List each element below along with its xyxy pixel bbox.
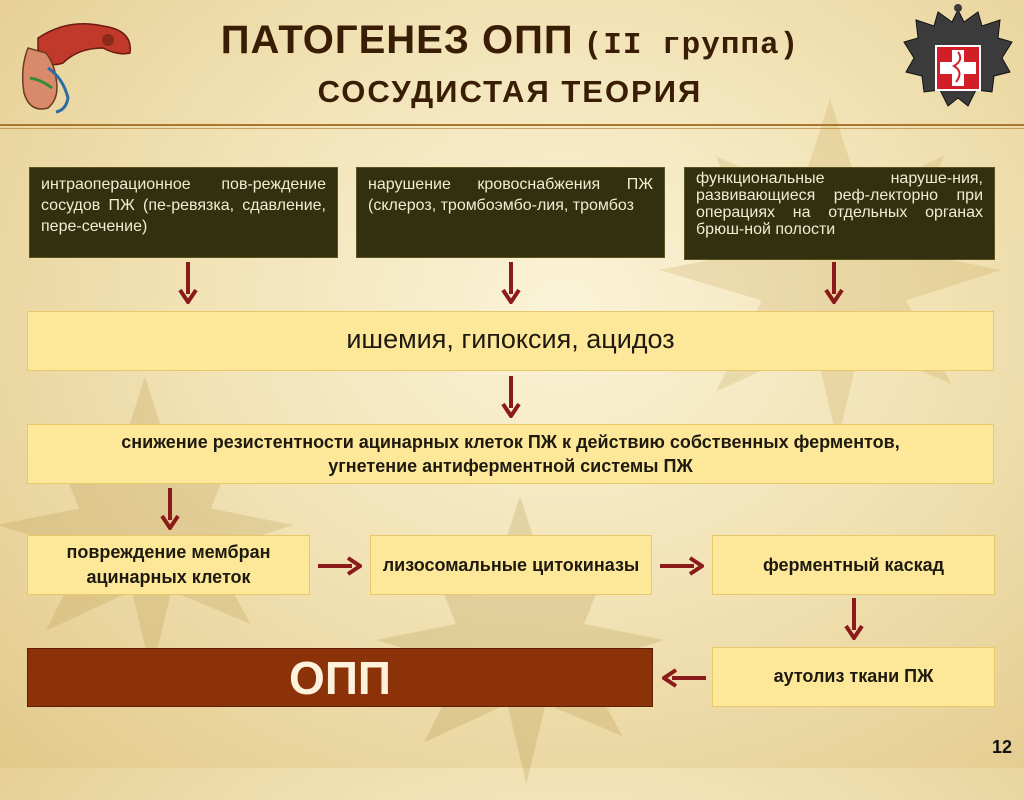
arrow-down-6 [844,598,864,640]
lysosomal-text: лизосомальные цитокиназы [382,554,640,575]
arrow-down-3 [824,262,844,304]
page-title: ПАТОГЕНЕЗ ОПП (II группа) [150,18,870,63]
arrow-down-2 [501,262,521,304]
divider-bottom [0,128,1024,129]
ischemia-text: ишемия, гипоксия, ацидоз [346,324,675,354]
enzyme-cascade-box: ферментный каскад [712,535,995,595]
maple-leaf-decoration-left [0,376,294,674]
arrow-down-4 [501,376,521,418]
divider-top [0,124,1024,126]
cause-text-functional: функциональные наруше-ния, развивающиеся… [696,170,983,238]
arrow-down-1 [178,262,198,304]
arrow-down-5 [160,488,180,530]
cause-box-intraoperative: интраоперационное пов-реждение сосудов П… [29,167,338,258]
pancreas-illustration-icon [21,23,131,114]
membrane-damage-box: повреждение мембран ацинарных клеток [27,535,310,595]
resistance-box: снижение резистентности ацинарных клеток… [27,424,994,484]
cause-text-blood-supply: нарушение кровоснабжения ПЖ (склероз, тр… [368,176,653,214]
enzyme-cascade-text: ферментный каскад [762,554,945,575]
autolysis-box: аутолиз ткани ПЖ [712,647,995,707]
russian-eagle-emblem-icon [903,4,1013,107]
page-subtitle: СОСУДИСТАЯ ТЕОРИЯ [317,74,703,109]
cause-text-intraoperative: интраоперационное пов-реждение сосудов П… [41,176,326,235]
arrow-right-2 [660,556,704,576]
resistance-text: снижение резистентности ацинарных клеток… [121,432,900,476]
arrow-left-1 [662,668,706,688]
membrane-damage-text: повреждение мембран ацинарных клеток [66,542,271,587]
autolysis-text: аутолиз ткани ПЖ [773,666,934,686]
ischemia-box: ишемия, гипоксия, ацидоз [27,311,994,371]
opp-text: ОПП [289,651,391,704]
maple-leaf-decoration-bottom [376,496,664,784]
page-title-group: (II группа) [583,28,800,63]
lysosomal-box: лизосомальные цитокиназы [370,535,652,595]
opp-box: ОПП [27,648,653,707]
cause-box-blood-supply: нарушение кровоснабжения ПЖ (склероз, тр… [356,167,665,258]
page-title-main: ПАТОГЕНЕЗ ОПП [220,18,574,62]
cause-box-functional: функциональные наруше-ния, развивающиеся… [684,167,995,260]
page-number: 12 [991,737,1012,757]
arrow-right-1 [318,556,362,576]
